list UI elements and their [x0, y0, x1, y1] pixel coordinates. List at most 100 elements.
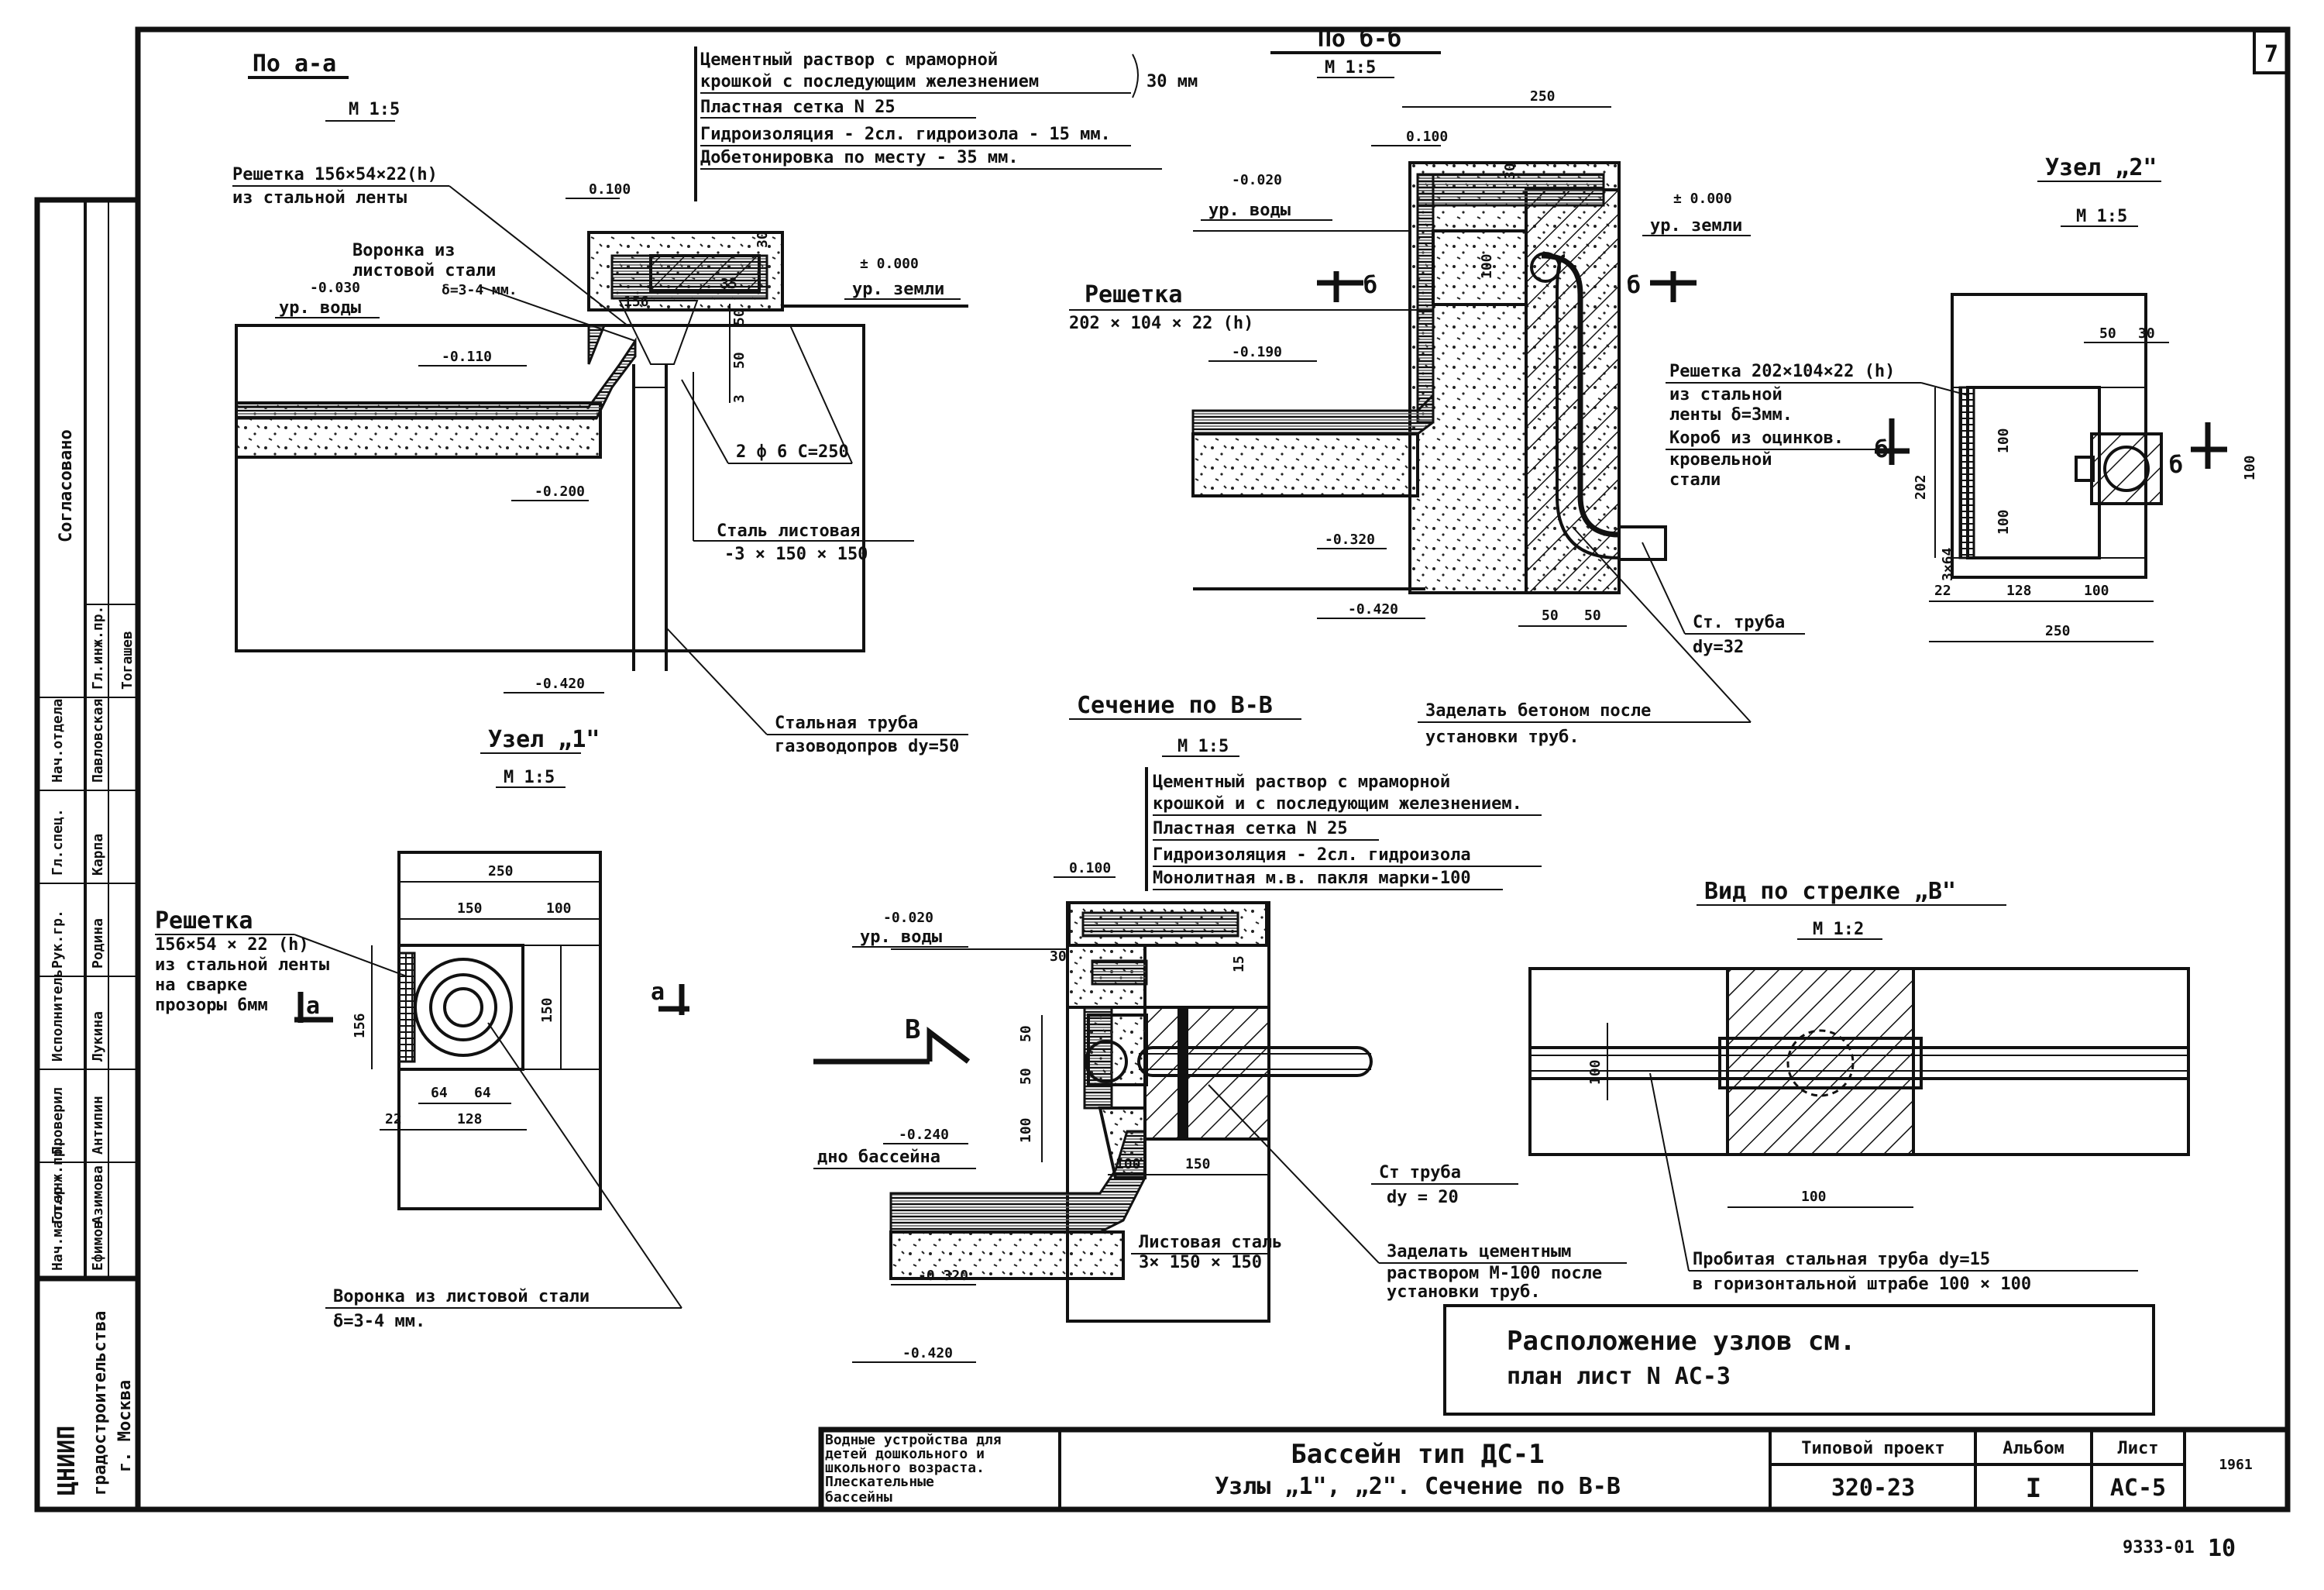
section-aa-note-4: Гидроизоляция - 2сл. гидроизола - 15 мм. [700, 125, 1111, 144]
section-vv-dim-150: 150 [1185, 1156, 1211, 1172]
section-bb-cut-b-right: б [1627, 272, 1641, 299]
section-bb-level-water-label: ур. воды [1208, 201, 1291, 220]
stamp-role-1: Гл.инж.пр. [90, 606, 106, 690]
view-v-scale: М 1:2 [1813, 920, 1864, 939]
section-aa-funnel-sub2: δ=3-4 мм. [442, 282, 517, 298]
section-vv-dim-s1: 30 [1050, 948, 1067, 965]
section-vv-title: Сечение по В-В [1077, 692, 1273, 719]
stamp-role-3: Гл.спец. [50, 808, 66, 876]
section-aa-note-3: Пластная сетка N 25 [700, 98, 896, 117]
node1-cut-a-right: а [651, 979, 665, 1006]
section-bb-pipe-label: Ст. труба [1693, 613, 1785, 632]
view-v-title: Вид по стрелке „В" [1704, 878, 1956, 905]
stamp-role-4: Рук.гр. [50, 910, 66, 969]
section-vv-note-5: Монолитная м.в. пакля марки-100 [1153, 869, 1471, 888]
section-aa-funnel-label: Воронка из [352, 241, 455, 260]
stamp-role-6: Проверил [50, 1087, 66, 1155]
placement-note-line1: Расположение узлов см. [1507, 1326, 1855, 1357]
node1-grate-sub4: прозоры 6мм [155, 996, 268, 1015]
node2-grate-sub2: ленты δ=3мм. [1669, 405, 1793, 425]
title-project-desc-4: Плескательные [825, 1474, 934, 1490]
section-aa-dim-156: 156 [624, 294, 649, 310]
title-project-desc-2: детей дошкольного и [825, 1446, 985, 1462]
node2-dim-total: 250 [2045, 623, 2071, 639]
section-bb-pipe-sub: dу=32 [1693, 638, 1744, 657]
section-aa: По а-а М 1:5 Цементный раствор с мраморн… [232, 46, 1198, 756]
section-vv-pipe-sub: dу = 20 [1387, 1188, 1459, 1207]
title-block: Водные устройства для детей дошкольного … [818, 1427, 2291, 1513]
stamp-role-2: Нач.отдела [50, 699, 66, 783]
section-vv-dim-s3: 100 [1116, 1156, 1141, 1172]
section-vv-sheet-steel: Листовая сталь [1139, 1233, 1282, 1252]
title-line-2: Узлы „1", „2". Сечение по В-В [1215, 1473, 1621, 1500]
section-aa-dim-v1: 30 [755, 231, 771, 248]
title-project-desc-1: Водные устройства для [825, 1432, 1002, 1448]
section-bb-seal-note-2: установки труб. [1425, 728, 1580, 747]
node1-grate-label: Решетка [155, 907, 253, 934]
stamp-name-8: Азимова [90, 1165, 106, 1224]
stamp-org-2: градостроительства [91, 1311, 110, 1495]
section-aa-rebar: 2 ф 6 С=250 [736, 442, 849, 462]
section-aa-level-ground: ур. земли [852, 280, 944, 299]
section-aa-level-water-label: ур. воды [279, 298, 361, 318]
stamp-name-3: Карпа [90, 834, 106, 876]
node2-dim-top-2: 30 [2138, 325, 2155, 342]
node2-box-label: Короб из оцинков. [1669, 428, 1844, 448]
section-aa-level-110: -0.110 [442, 349, 492, 365]
section-aa-level-420: -0.420 [535, 676, 585, 692]
section-bb-level-420: -0.420 [1348, 601, 1398, 618]
title-project-desc-5: бассейны [825, 1489, 892, 1506]
section-vv-seal-note-2: раствором М-100 после [1387, 1264, 1602, 1283]
node1-funnel-label: Воронка из листовой стали [333, 1287, 590, 1306]
section-vv-dim-v1: 50 [1018, 1025, 1034, 1042]
section-vv-dim-v3: 100 [1018, 1117, 1034, 1143]
section-bb-title: По б-б [1318, 26, 1401, 53]
node1-title: Узел „1" [488, 726, 600, 753]
section-vv-level-320: -0.320 [918, 1268, 968, 1284]
stamp-role-8: Гл.инж.пр. [50, 1141, 66, 1224]
section-vv-dim-s2: 15 [1231, 955, 1247, 972]
node2-box-sub1: кровельной [1669, 450, 1772, 470]
node1-grate-sub1: 156×54 × 22 (h) [155, 935, 309, 955]
section-aa-note-1: Цементный раствор с мраморной [700, 50, 998, 70]
node1-dim-250: 250 [488, 863, 514, 879]
section-vv-pool-bottom: дно бассейна [817, 1148, 940, 1167]
section-aa-dim-v4: 3 [731, 394, 748, 403]
node2-box-sub2: стали [1669, 470, 1721, 490]
section-vv-note-4: Гидроизоляция - 2сл. гидроизола [1153, 845, 1471, 865]
page-number: 7 [2264, 41, 2278, 68]
node1-grate-sub2: из стальной ленты [155, 955, 329, 975]
section-aa-note-thickness: 30 мм [1147, 72, 1198, 91]
section-aa-level-water: -0.030 [310, 280, 360, 296]
title-sheet-value: АС-5 [2110, 1475, 2166, 1502]
view-v-pipe-sub: в горизонтальной штрабе 100 × 100 [1693, 1275, 2031, 1294]
section-bb-dim-v1: 30 [1502, 163, 1518, 180]
section-aa-dim-35: 35 [720, 276, 737, 292]
section-bb-dim-b2: 50 [1584, 607, 1601, 624]
section-aa-note-2: крошкой с последующим железнением [700, 72, 1039, 91]
section-vv: Сечение по В-В М 1:5 Цементный раствор с… [813, 692, 1627, 1363]
section-aa-scale: М 1:5 [349, 100, 400, 119]
section-bb-cut-b-left: б [1363, 272, 1377, 299]
section-bb-level-water: -0.020 [1232, 172, 1282, 188]
section-bb-scale: М 1:5 [1325, 58, 1376, 77]
node2-dim-top-1: 50 [2099, 325, 2116, 342]
title-typ-project-label: Типовой проект [1801, 1439, 1944, 1458]
section-aa-funnel-sub1: листовой стали [352, 261, 496, 280]
section-bb-level-zero: ± 0.000 [1673, 191, 1732, 207]
section-bb-grate-label: Решетка [1085, 281, 1182, 308]
node1-dim-top-2: 100 [546, 900, 572, 917]
section-vv-note-2: крошкой и с последующим железнением. [1153, 794, 1522, 814]
section-bb-grate-sub: 202 × 104 × 22 (h) [1069, 314, 1253, 333]
section-aa-sheet-steel: Сталь листовая [717, 521, 860, 541]
node2-dim-202: 202 [1913, 474, 1929, 500]
title-typ-project-value: 320-23 [1831, 1475, 1915, 1502]
stamp-name-1: Тогашев [119, 631, 136, 690]
section-vv-level-240: -0.240 [899, 1127, 949, 1143]
section-aa-pipe-label: Стальная труба [775, 714, 918, 733]
stamp-name-2: Павловская [90, 699, 106, 783]
section-vv-cut-v: В [905, 1014, 920, 1045]
section-vv-sheet-steel-dims: 3× 150 × 150 [1139, 1253, 1262, 1272]
node2-title: Узел „2" [2045, 154, 2157, 181]
bottom-right-note: 9333-01 [2123, 1538, 2195, 1557]
